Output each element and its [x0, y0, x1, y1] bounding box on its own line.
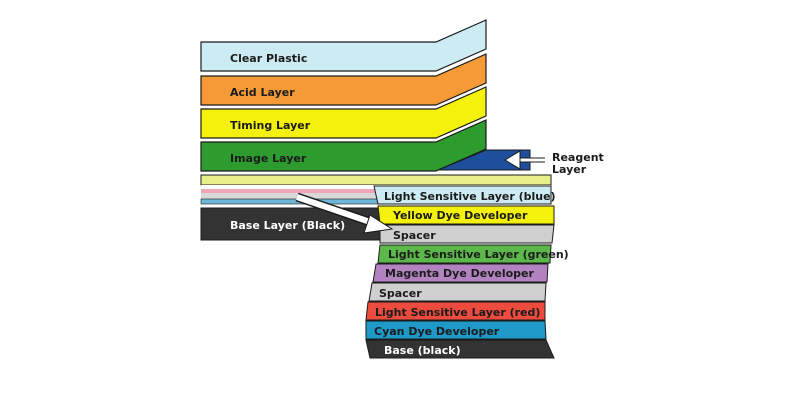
layer-clear-plastic: Clear Plastic	[200, 19, 487, 72]
light-path-arrow	[295, 192, 394, 234]
layer-label: Magenta Dye Developer	[385, 267, 535, 280]
upper-layer-stack: Clear Plastic Acid Layer Timing Layer Im…	[200, 19, 487, 172]
neg-layer-spacer-1: Spacer	[379, 224, 555, 244]
layer-label: Light Sensitive Layer (green)	[388, 248, 569, 261]
layer-shape	[365, 301, 546, 321]
neg-layer-base-black: Base (black)	[365, 339, 555, 359]
layer-image: Image Layer	[200, 119, 487, 172]
neg-layer-magenta-dye: Magenta Dye Developer	[372, 263, 549, 283]
layer-label: Light Sensitive Layer (blue)	[384, 190, 556, 203]
reagent-label-line2: Layer	[552, 163, 587, 176]
layer-shape	[368, 282, 547, 302]
layer-shape	[373, 185, 552, 205]
arrow-shaft	[296, 194, 377, 227]
reagent-layer	[437, 149, 531, 171]
neg-layer-cyan-dye: Cyan Dye Developer	[365, 320, 547, 340]
reagent-label-line1: Reagent	[552, 151, 604, 164]
arrow-head	[363, 214, 394, 234]
neg-layer-blue: Light Sensitive Layer (blue)	[373, 185, 556, 205]
layer-label: Light Sensitive Layer (red)	[375, 306, 540, 319]
neg-layer-green: Light Sensitive Layer (green)	[377, 244, 569, 264]
neg-layer-spacer-2: Spacer	[368, 282, 547, 302]
layer-label: Clear Plastic	[230, 52, 307, 65]
layer-shape	[200, 119, 487, 172]
layer-timing: Timing Layer	[200, 86, 487, 139]
stripe-yellow-green	[200, 174, 552, 186]
layer-shape	[200, 53, 487, 106]
layer-label: Base (black)	[384, 344, 461, 357]
base-layer-label: Base Layer (Black)	[230, 219, 345, 232]
reagent-arrow-head	[504, 150, 521, 170]
neg-layer-red: Light Sensitive Layer (red)	[365, 301, 546, 321]
layer-shape	[365, 339, 555, 359]
layer-label: Acid Layer	[230, 86, 295, 99]
reagent-callout: Reagent Layer	[504, 150, 604, 176]
layer-label: Image Layer	[230, 152, 307, 165]
layer-acid: Acid Layer	[200, 53, 487, 106]
layer-shape	[200, 19, 487, 72]
layer-shape	[379, 224, 555, 244]
layer-label: Cyan Dye Developer	[374, 325, 500, 338]
layer-label: Spacer	[379, 287, 422, 300]
layer-label: Timing Layer	[230, 119, 311, 132]
layer-shape	[200, 86, 487, 139]
layer-shape	[377, 244, 552, 264]
neg-layer-yellow-dye: Yellow Dye Developer	[377, 205, 555, 225]
negative-layer-stack: Light Sensitive Layer (blue) Yellow Dye …	[365, 185, 569, 359]
layer-label: Yellow Dye Developer	[392, 209, 528, 222]
layer-shape	[377, 205, 555, 225]
layer-shape	[365, 320, 547, 340]
layer-shape	[372, 263, 549, 283]
layer-label: Spacer	[393, 229, 436, 242]
